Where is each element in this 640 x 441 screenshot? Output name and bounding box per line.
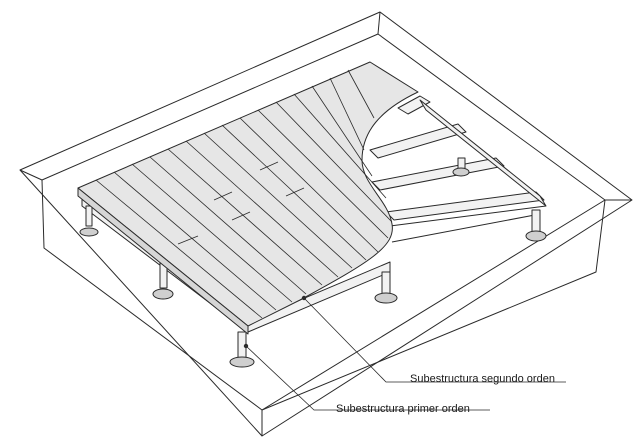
- deck-outline: [77, 61, 419, 327]
- pedestal-front: [229, 331, 255, 368]
- pedestals: [79, 157, 547, 368]
- callout-leaders: [243, 295, 566, 411]
- basin-floor-left: [41, 179, 263, 411]
- second-order-substructure: [369, 95, 547, 243]
- joist-2: [369, 123, 467, 159]
- callout-second-order-label: Subestructura segundo orden: [410, 373, 555, 385]
- pedestal-back: [452, 157, 470, 177]
- ledger-lower-2: [391, 213, 541, 243]
- deck-front-edge: [77, 187, 249, 335]
- basin-corner-top: [377, 11, 381, 35]
- ledger-lower: [389, 205, 547, 227]
- joist-3: [371, 157, 505, 191]
- pedestal-right: [525, 209, 547, 242]
- callout-first-order-label: Subestructura primer orden: [336, 403, 470, 415]
- leader-first-order: [245, 345, 490, 411]
- pedestal-mid-left: [152, 261, 174, 300]
- joist-1: [397, 95, 431, 115]
- joist-4: [385, 191, 545, 221]
- basin-floor-right: [261, 199, 606, 411]
- pedestal-front-left: [79, 205, 99, 237]
- basin-corner-left: [19, 169, 43, 181]
- deck-board-ends: [177, 161, 305, 245]
- deck-boards: [95, 69, 393, 319]
- deck-surface: [77, 61, 419, 335]
- pedestal-mid: [374, 271, 398, 304]
- leader-second-order: [303, 297, 566, 383]
- basin-inner-rim: [41, 33, 606, 411]
